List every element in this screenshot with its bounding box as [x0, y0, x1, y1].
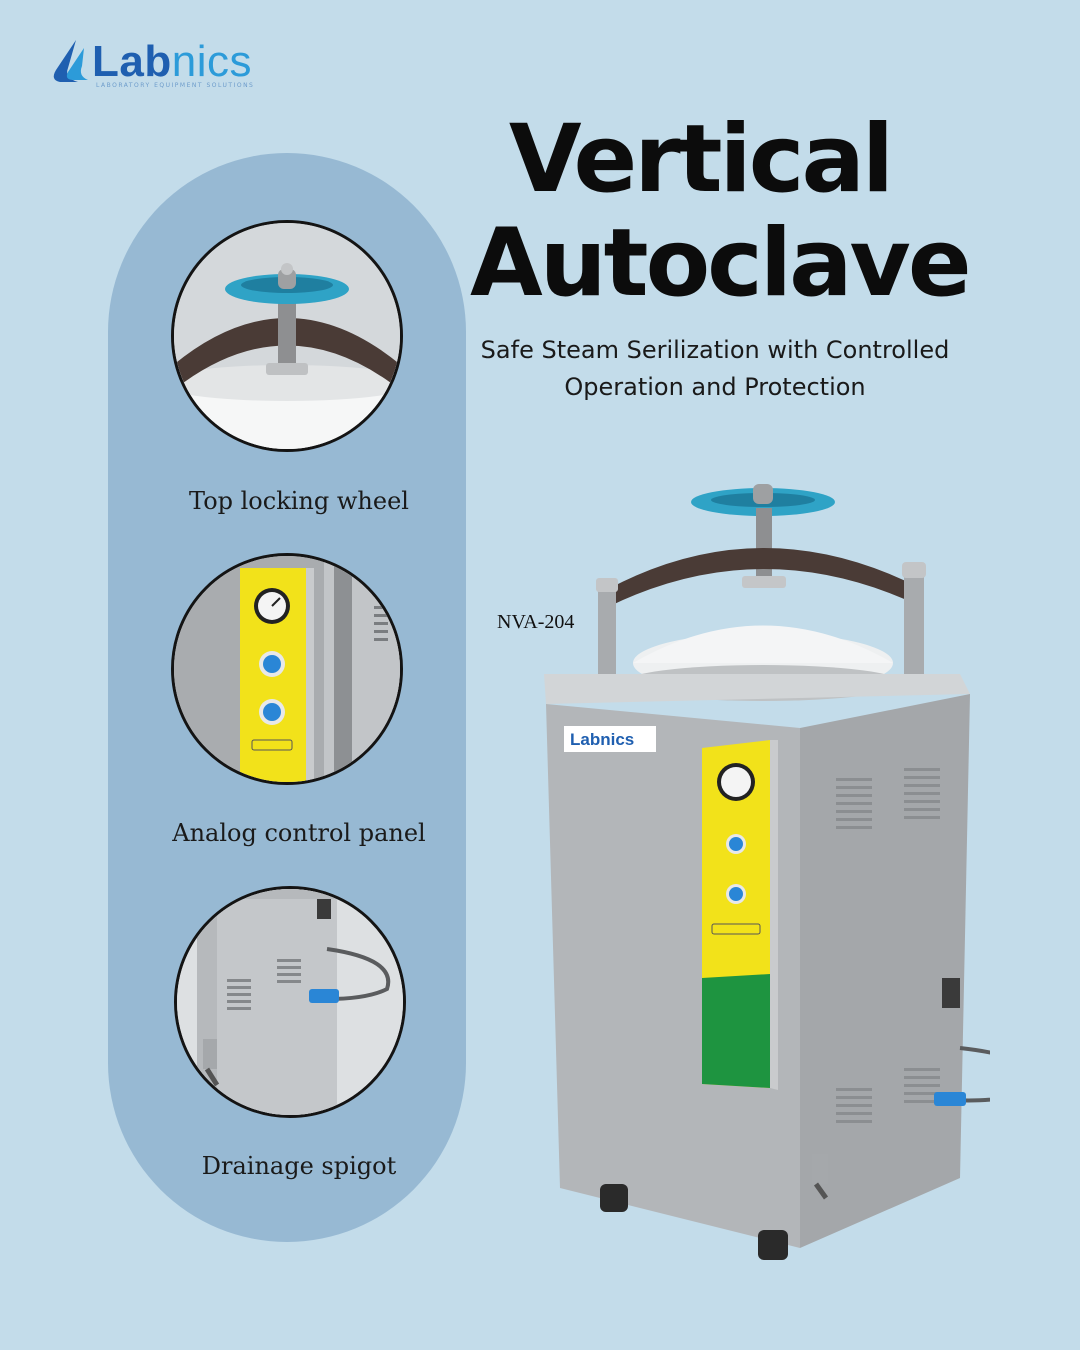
- logo-mark-icon: [53, 40, 88, 82]
- subtitle-line-2: Operation and Protection: [564, 373, 866, 401]
- autoclave-illustration: Labnics: [544, 484, 990, 1260]
- page-title: Vertical Autoclave: [470, 105, 972, 318]
- page-subtitle: Safe Steam Serilization with Controlled …: [470, 332, 960, 406]
- subtitle-line-1: Safe Steam Serilization with Controlled: [480, 336, 950, 364]
- feature-label-locking-wheel: Top locking wheel: [189, 487, 409, 515]
- brand-logo: Labnics LABORATORY EQUIPMENT SOLUTIONS: [38, 34, 298, 94]
- model-number: NVA-204: [497, 611, 575, 633]
- brand-tagline: LABORATORY EQUIPMENT SOLUTIONS: [96, 82, 255, 89]
- control-panel-closeup: [171, 553, 403, 785]
- autoclave-product-image: Labnics: [530, 478, 990, 1278]
- feature-label-control-panel: Analog control panel: [172, 819, 426, 847]
- feature-label-drainage-spigot: Drainage spigot: [201, 1152, 397, 1180]
- control-panel-image: [174, 556, 400, 782]
- title-line-1: Vertical: [508, 105, 894, 214]
- drainage-spigot-closeup: [174, 886, 406, 1118]
- locking-wheel-closeup: [171, 220, 403, 452]
- title-line-2: Autoclave: [470, 209, 972, 318]
- brand-name: Labnics: [92, 37, 252, 86]
- product-badge-text: Labnics: [570, 730, 634, 749]
- locking-wheel-image: [174, 223, 400, 449]
- drainage-spigot-image: [177, 889, 403, 1115]
